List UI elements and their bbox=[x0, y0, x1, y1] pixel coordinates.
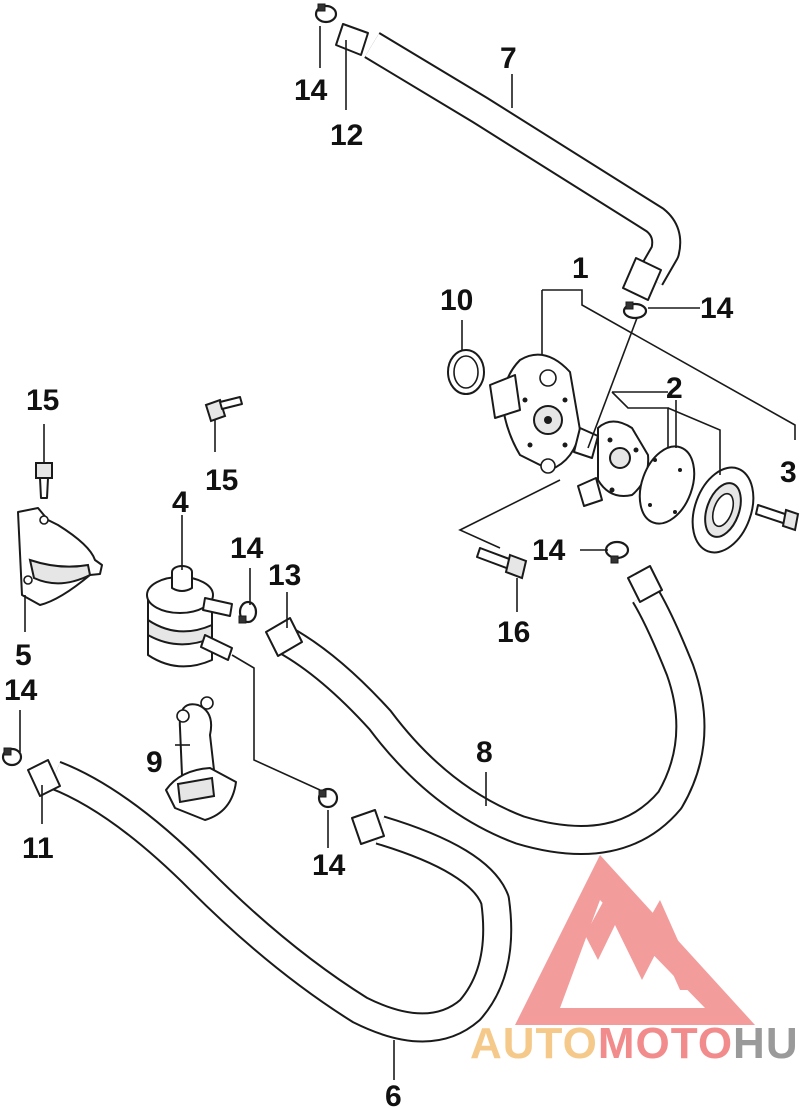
callout-15-mid: 15 bbox=[205, 464, 238, 497]
watermark-hub: HUB bbox=[733, 1019, 800, 1068]
callout-1: 1 bbox=[572, 252, 589, 285]
callout-14-left: 14 bbox=[4, 674, 38, 707]
screw-3 bbox=[755, 504, 800, 532]
callout-4: 4 bbox=[172, 486, 189, 519]
watermark-m-icon bbox=[585, 880, 700, 990]
fuel-filter-4 bbox=[146, 565, 233, 668]
callout-14-mid: 14 bbox=[532, 534, 566, 567]
watermark-auto: AUTO bbox=[470, 1019, 598, 1068]
callout-15-left: 15 bbox=[26, 384, 59, 417]
callout-16: 16 bbox=[497, 616, 530, 649]
svg-text:AUTOMOTOHUB: AUTOMOTOHUB bbox=[470, 1019, 800, 1068]
callout-3: 3 bbox=[780, 456, 797, 489]
fuel-pump-assembly bbox=[447, 349, 755, 554]
callout-14-bottom: 14 bbox=[312, 849, 346, 882]
callout-12: 12 bbox=[330, 119, 363, 152]
callout-14-filter: 14 bbox=[230, 532, 264, 565]
hose-clamp-14-top bbox=[314, 3, 338, 24]
callout-7: 7 bbox=[500, 42, 517, 75]
callout-9: 9 bbox=[146, 746, 163, 779]
hose-clamp-14-filter bbox=[238, 600, 258, 624]
watermark-logo bbox=[515, 855, 755, 1025]
watermark-text: AUTOMOTOHUB bbox=[470, 1019, 800, 1068]
callout-numbers: 14 12 7 1 10 14 2 3 15 15 4 14 13 14 16 … bbox=[4, 42, 797, 1108]
watermark-moto: MOTO bbox=[598, 1019, 733, 1068]
callout-8: 8 bbox=[476, 736, 493, 769]
callout-13: 13 bbox=[268, 559, 301, 592]
callout-5: 5 bbox=[15, 639, 32, 672]
bolt-16 bbox=[476, 547, 528, 580]
clip-9 bbox=[165, 696, 237, 821]
hose-clamp-14-mid bbox=[604, 540, 630, 564]
callout-11: 11 bbox=[22, 832, 54, 865]
screw-15-left bbox=[35, 462, 53, 499]
hose-8 bbox=[265, 565, 706, 855]
leader-lines bbox=[19, 26, 796, 1080]
callout-14-top: 14 bbox=[294, 74, 328, 107]
hose-clamp-14-pump bbox=[622, 301, 648, 320]
callout-10: 10 bbox=[440, 284, 473, 317]
bracket-5 bbox=[17, 507, 103, 606]
hose-clamp-14-left bbox=[1, 747, 23, 767]
callout-2: 2 bbox=[666, 372, 683, 405]
hose-6 bbox=[27, 759, 513, 1043]
hose-clamp-14-bottom bbox=[317, 787, 339, 809]
callout-14-pump: 14 bbox=[700, 292, 734, 325]
diaphragm-2 bbox=[638, 445, 696, 525]
hose-7 bbox=[335, 23, 682, 301]
screw-15-mid bbox=[204, 396, 243, 423]
callout-6: 6 bbox=[385, 1080, 402, 1108]
